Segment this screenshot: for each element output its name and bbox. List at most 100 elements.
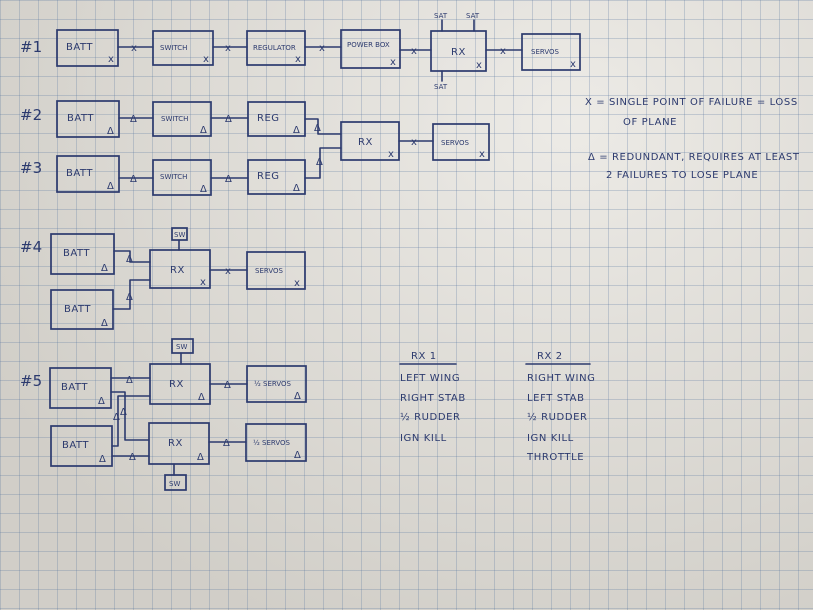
r2-batt-label: BATT xyxy=(67,113,94,124)
r5-sw-b-box xyxy=(164,474,187,491)
r3-switch-delta: Δ xyxy=(200,184,207,195)
r5-rx-b-box xyxy=(148,422,210,465)
r23-servos-box xyxy=(432,123,490,161)
r1-wire-1-x: x xyxy=(131,43,137,54)
r5-wire-b-to-rx1 xyxy=(111,395,151,447)
r3-wire-1-delta: Δ xyxy=(130,174,137,185)
rx2-item: LEFT STAB xyxy=(527,393,585,404)
r5-servos-b-box xyxy=(245,423,307,462)
r5-batt-b-label: BATT xyxy=(62,440,89,451)
rx2-item: RIGHT WING xyxy=(527,373,596,384)
r4-servos-label: SERVOS xyxy=(255,267,284,275)
row-2: #2 BATT Δ Δ SWITCH Δ Δ REG Δ Δ xyxy=(20,100,342,138)
r2-reg-label: REG xyxy=(257,113,280,124)
r2-wire-to-rx xyxy=(304,118,342,135)
row-1-label: #1 xyxy=(20,38,42,56)
r5-wire-2-delta: Δ xyxy=(113,412,120,423)
r3-reg-delta: Δ xyxy=(293,183,300,194)
row-1: #1 BATT x x SWITCH x x REGULATOR x x POW… xyxy=(20,12,581,91)
r1-switch-x: x xyxy=(203,54,209,65)
r3-batt-box xyxy=(56,155,120,193)
r5-batt-a-label: BATT xyxy=(61,382,88,393)
r1-sat-c-label: SAT xyxy=(434,83,448,91)
r5-rx-b-label: RX xyxy=(168,438,183,449)
r3-reg-box xyxy=(247,159,306,195)
r2-switch-delta: Δ xyxy=(200,125,207,136)
r3-switch-label: SWITCH xyxy=(160,173,187,181)
r4-sw-box xyxy=(171,227,188,241)
r4-wire-b-delta: Δ xyxy=(126,292,133,303)
r5-sw-a-box xyxy=(171,338,194,354)
r2-batt-box xyxy=(56,100,120,138)
r23-rx-x: x xyxy=(388,149,394,160)
r5-batt-a-delta: Δ xyxy=(98,396,105,407)
rx2-column: RX 2 RIGHT WING LEFT STAB ½ RUDDER IGN K… xyxy=(525,351,596,463)
r4-batt-a-delta: Δ xyxy=(101,263,108,274)
rx1-item: IGN KILL xyxy=(400,433,447,444)
r5-rx-a-delta: Δ xyxy=(198,392,205,403)
r3-wire-3-delta: Δ xyxy=(316,157,323,168)
r4-batt-b-label: BATT xyxy=(64,304,91,315)
legend: X = SINGLE POINT OF FAILURE = LOSS OF PL… xyxy=(585,97,799,181)
legend-x-line-2: OF PLANE xyxy=(623,117,677,128)
r5-servos-a-label: ½ SERVOS xyxy=(254,380,292,388)
rx2-item: IGN KILL xyxy=(527,433,574,444)
r4-batt-b-delta: Δ xyxy=(101,318,108,329)
r1-sat-a-label: SAT xyxy=(434,12,448,20)
r4-rx-box xyxy=(149,249,211,289)
r23-wire-x: x xyxy=(411,137,417,148)
r3-wire-2-delta: Δ xyxy=(225,174,232,185)
r1-wire-5-x: x xyxy=(500,46,506,57)
r1-batt-label: BATT xyxy=(66,42,93,53)
r23-servos-label: SERVOS xyxy=(441,139,470,147)
r2-batt-delta: Δ xyxy=(107,126,114,137)
r5-rx-a-label: RX xyxy=(169,379,184,390)
rx2-header: RX 2 xyxy=(537,351,563,362)
r1-powerbox-label: POWER BOX xyxy=(347,41,390,49)
row-4: #4 BATT Δ BATT Δ Δ Δ RX x SW x SERVOS x xyxy=(20,227,306,330)
r4-sw-label: SW xyxy=(174,231,185,239)
r1-powerbox-box xyxy=(340,29,401,69)
r5-servos-b-label: ½ SERVOS xyxy=(253,439,291,447)
r2-wire-2-delta: Δ xyxy=(225,114,232,125)
r4-rx-label: RX xyxy=(170,265,185,276)
r4-batt-a-label: BATT xyxy=(63,248,90,259)
r1-switch-box xyxy=(152,30,214,66)
r2-wire-1-delta: Δ xyxy=(130,114,137,125)
r3-batt-delta: Δ xyxy=(107,181,114,192)
r4-servos-x: x xyxy=(294,278,300,289)
r1-switch-label: SWITCH xyxy=(160,44,187,52)
rx2-item: ½ RUDDER xyxy=(527,411,588,423)
r5-servos-a-box xyxy=(246,365,307,403)
r5-wire-1-delta: Δ xyxy=(126,375,133,386)
r1-rx-box xyxy=(430,30,487,72)
r1-regulator-box xyxy=(246,30,306,66)
r1-batt-x: x xyxy=(108,54,114,65)
r1-servos-x: x xyxy=(570,59,576,70)
r2-wire-3-delta: Δ xyxy=(314,123,321,134)
r3-reg-label: REG xyxy=(257,171,280,182)
rx1-item: ½ RUDDER xyxy=(400,411,461,423)
legend-delta-line-2: 2 FAILURES TO LOSE PLANE xyxy=(606,170,758,181)
r4-wire-x: x xyxy=(225,266,231,277)
r1-wire-2-x: x xyxy=(225,43,231,54)
rx1-item: RIGHT STAB xyxy=(400,393,466,404)
r5-sw-b-label: SW xyxy=(169,480,180,488)
r1-wire-3-x: x xyxy=(319,43,325,54)
r1-wire-4-x: x xyxy=(411,46,417,57)
rx1-header: RX 1 xyxy=(411,351,437,362)
r4-wire-batt-a xyxy=(113,250,151,263)
r4-wire-batt-b xyxy=(112,279,151,310)
r5-wire-a-to-rx2 xyxy=(110,391,150,441)
r5-rx-b-delta: Δ xyxy=(197,452,204,463)
r23-servos-x: x xyxy=(479,149,485,160)
r2-switch-label: SWITCH xyxy=(161,115,188,123)
r5-sw-a-label: SW xyxy=(176,343,187,351)
r1-servos-box xyxy=(521,33,581,71)
r1-regulator-x: x xyxy=(295,54,301,65)
r5-batt-b-delta: Δ xyxy=(99,454,106,465)
row-5: #5 BATT Δ BATT Δ Δ Δ Δ Δ RX Δ SW RX Δ SW… xyxy=(20,338,307,491)
r1-powerbox-x: x xyxy=(390,57,396,68)
